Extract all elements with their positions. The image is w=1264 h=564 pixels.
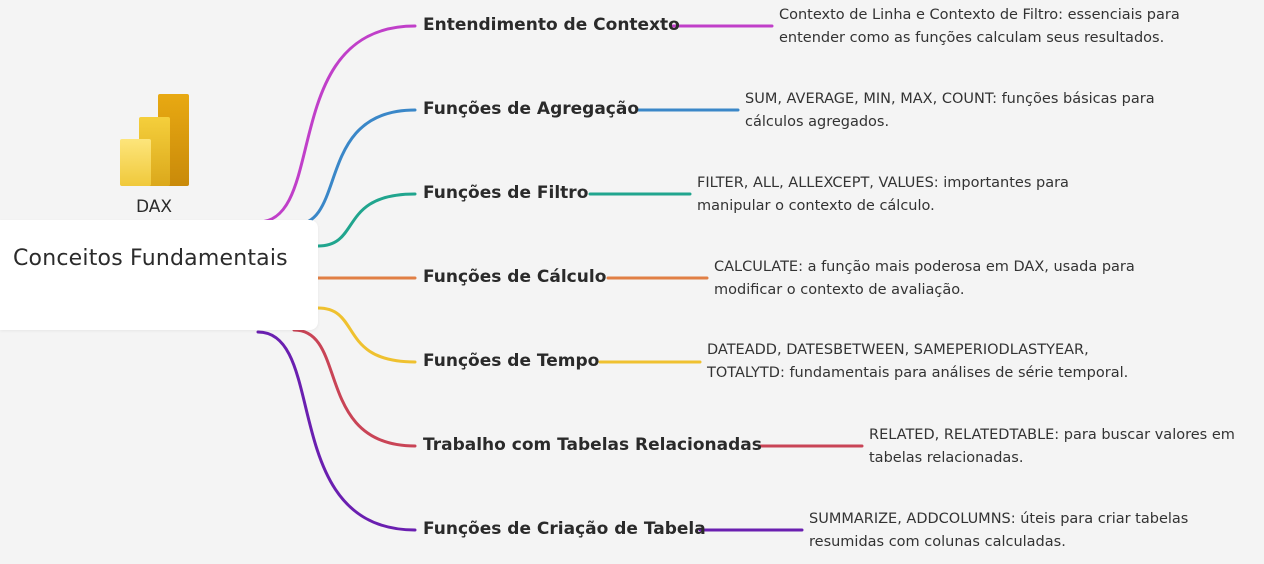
topic-node[interactable]: Funções de Agregação <box>423 99 640 119</box>
description-line: Contexto de Linha e Contexto de Filtro: … <box>779 7 1180 23</box>
logo-label: DAX <box>135 197 173 217</box>
topic-node[interactable]: Funções de Tempo <box>423 351 600 371</box>
topic-node[interactable]: Entendimento de Contexto <box>423 15 680 35</box>
description-line: SUM, AVERAGE, MIN, MAX, COUNT: funções b… <box>745 91 1155 107</box>
branch-connector <box>316 306 417 364</box>
branch-connector <box>256 24 417 224</box>
description-line: FILTER, ALL, ALLEXCEPT, VALUES: importan… <box>697 175 1069 191</box>
description-line: entender como as funções calculam seus r… <box>779 30 1165 46</box>
description-line: manipular o contexto de cálculo. <box>697 198 935 214</box>
topic-description[interactable]: SUMMARIZE, ADDCOLUMNS: úteis para criar … <box>809 508 1188 554</box>
description-line: tabelas relacionadas. <box>869 450 1024 466</box>
description-line: CALCULATE: a função mais poderosa em DAX… <box>714 259 1135 275</box>
root-node-label: Conceitos Fundamentais <box>13 246 288 271</box>
description-line: DATEADD, DATESBETWEEN, SAMEPERIODLASTYEA… <box>707 342 1089 358</box>
branch-connector <box>292 328 417 448</box>
description-line: modificar o contexto de avaliação. <box>714 282 965 298</box>
topic-description[interactable]: CALCULATE: a função mais poderosa em DAX… <box>714 256 1135 302</box>
topic-description[interactable]: FILTER, ALL, ALLEXCEPT, VALUES: importan… <box>697 172 1069 218</box>
topic-node[interactable]: Funções de Cálculo <box>423 267 607 287</box>
topic-description[interactable]: RELATED, RELATEDTABLE: para buscar valor… <box>869 424 1235 470</box>
topic-node[interactable]: Funções de Filtro <box>423 183 589 203</box>
topic-node[interactable]: Funções de Criação de Tabela <box>423 519 706 539</box>
description-line: SUMMARIZE, ADDCOLUMNS: úteis para criar … <box>809 511 1189 527</box>
branch-connector <box>292 108 417 227</box>
branch-connector <box>256 330 417 532</box>
topic-description[interactable]: Contexto de Linha e Contexto de Filtro: … <box>779 4 1180 50</box>
description-line: resumidas com colunas calculadas. <box>809 534 1066 550</box>
root-node[interactable] <box>0 220 318 330</box>
branch-connector <box>316 192 417 248</box>
topic-description[interactable]: SUM, AVERAGE, MIN, MAX, COUNT: funções b… <box>745 88 1155 134</box>
description-line: TOTALYTD: fundamentais para análises de … <box>707 365 1129 381</box>
topic-node[interactable]: Trabalho com Tabelas Relacionadas <box>423 435 762 455</box>
power-bi-logo-icon <box>120 94 189 186</box>
description-line: cálculos agregados. <box>745 114 890 130</box>
description-line: RELATED, RELATEDTABLE: para buscar valor… <box>869 427 1235 443</box>
topic-description[interactable]: DATEADD, DATESBETWEEN, SAMEPERIODLASTYEA… <box>707 339 1128 385</box>
